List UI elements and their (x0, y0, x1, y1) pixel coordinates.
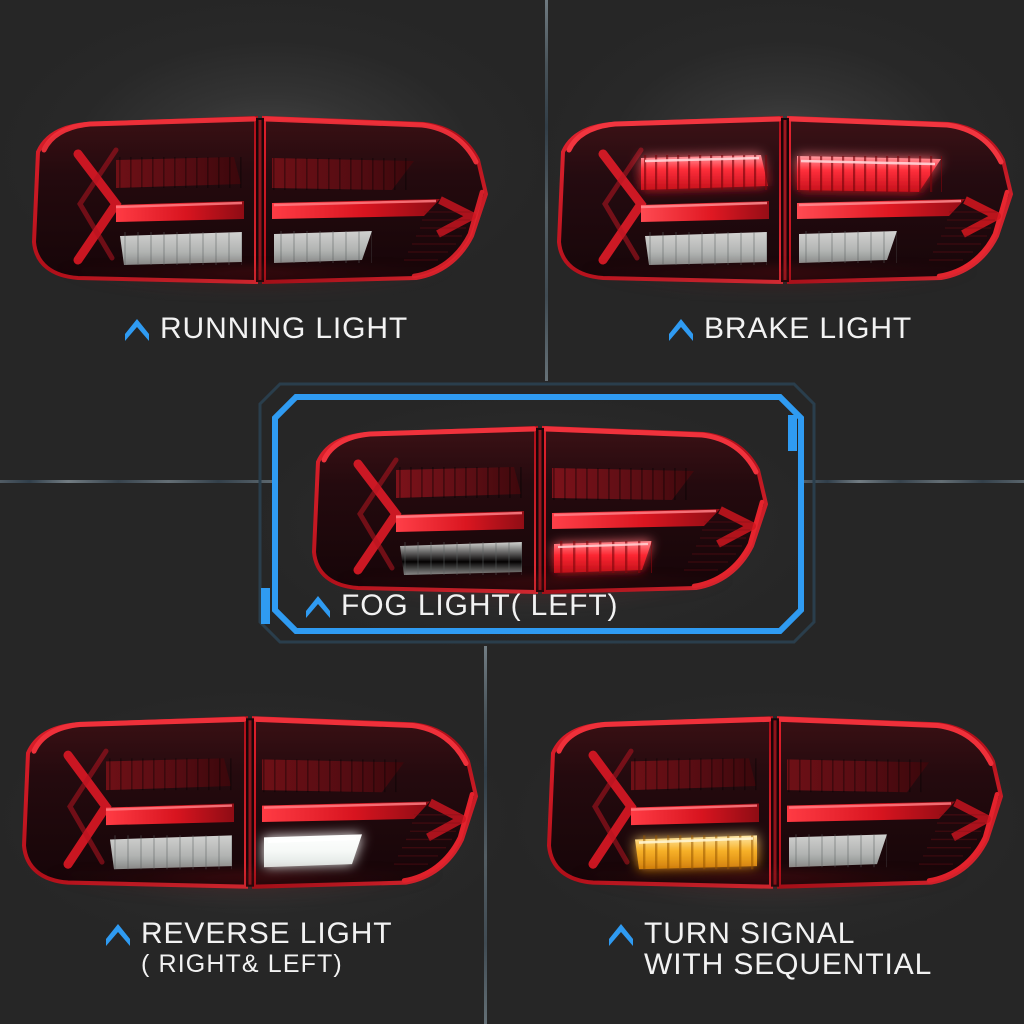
tail-light-fog (300, 418, 770, 603)
caption-running-light: RUNNING LIGHT (124, 313, 408, 344)
panel-running-light[interactable] (20, 108, 490, 297)
tail-light-running (20, 108, 490, 293)
caption-line-1: FOG LIGHT( LEFT) (341, 589, 619, 622)
caption-turn-signal: TURN SIGNAL WITH SEQUENTIAL (608, 918, 932, 980)
tail-light-turn-signal (535, 708, 1005, 898)
chevron-up-icon (125, 319, 149, 341)
caption-line-1: REVERSE LIGHT (141, 917, 393, 950)
tail-light-brake (545, 108, 1015, 293)
chevron-up-icon (106, 924, 130, 946)
panel-turn-signal[interactable] (535, 708, 1005, 902)
frame-tick-left (261, 588, 270, 624)
caption-line-1: BRAKE LIGHT (704, 312, 913, 345)
caption-fog-light: FOG LIGHT( LEFT) (305, 590, 618, 621)
divider-vertical-bottom (484, 646, 487, 1024)
tail-light-reverse (10, 708, 480, 898)
caption-line-2: ( RIGHT& LEFT) (141, 950, 343, 979)
panel-brake-light[interactable] (545, 108, 1015, 297)
caption-reverse-light: REVERSE LIGHT ( RIGHT& LEFT) (105, 918, 393, 980)
caption-line-2: WITH SEQUENTIAL (644, 948, 933, 982)
frame-tick-right (788, 415, 797, 451)
divider-horizontal-left (0, 480, 274, 483)
divider-horizontal-right (800, 480, 1024, 483)
chevron-up-icon (609, 924, 633, 946)
caption-line-1: RUNNING LIGHT (160, 312, 409, 345)
chevron-up-icon (306, 596, 330, 618)
caption-line-1: TURN SIGNAL (644, 917, 856, 950)
panel-fog-light[interactable] (300, 418, 770, 607)
caption-brake-light: BRAKE LIGHT (668, 313, 912, 344)
chevron-up-icon (669, 319, 693, 341)
panel-reverse-light[interactable] (10, 708, 480, 902)
